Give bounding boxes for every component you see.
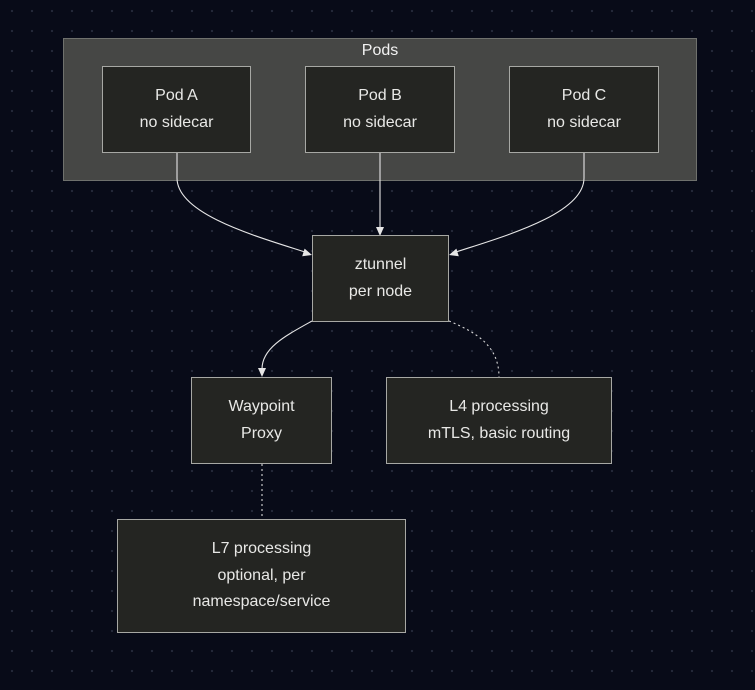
l7-note-detail-1: optional, per <box>217 566 306 584</box>
l7-note-title: L7 processing <box>211 540 312 558</box>
l4-note-detail: mTLS, basic routing <box>427 424 571 442</box>
waypoint-detail: Proxy <box>241 424 282 442</box>
pods-group-title: Pods <box>361 42 399 59</box>
edge-pod-a-to-ztunnel <box>176 153 306 253</box>
pod-a-node: Pod A no sidecar <box>102 66 251 153</box>
pod-a-detail: no sidecar <box>139 113 214 131</box>
ztunnel-detail: per node <box>348 282 413 300</box>
l7-note-detail-2: namespace/service <box>192 593 331 611</box>
pod-c-node: Pod C no sidecar <box>509 66 659 153</box>
edge-ztunnel-to-l4-note <box>448 320 500 378</box>
arrowhead-waypoint <box>258 368 266 377</box>
arrowhead-pod-a <box>302 248 312 257</box>
pod-b-node: Pod B no sidecar <box>305 66 455 153</box>
arrowhead-pod-c <box>449 248 459 257</box>
arrowhead-pod-b <box>376 227 384 236</box>
edge-ztunnel-to-waypoint <box>261 320 313 370</box>
l7-processing-note: L7 processing optional, per namespace/se… <box>117 519 406 633</box>
pod-c-detail: no sidecar <box>547 113 621 131</box>
l4-processing-note: L4 processing mTLS, basic routing <box>386 377 612 464</box>
edge-pod-c-to-ztunnel <box>455 153 585 253</box>
waypoint-name: Waypoint <box>228 398 295 415</box>
pod-a-name: Pod A <box>155 87 198 104</box>
pod-b-name: Pod B <box>358 87 402 104</box>
ztunnel-name: ztunnel <box>354 256 407 273</box>
pod-b-detail: no sidecar <box>343 113 417 131</box>
waypoint-proxy-node: Waypoint Proxy <box>191 377 332 464</box>
l4-note-title: L4 processing <box>449 398 549 415</box>
ztunnel-node: ztunnel per node <box>312 235 449 322</box>
pod-c-name: Pod C <box>561 87 607 104</box>
